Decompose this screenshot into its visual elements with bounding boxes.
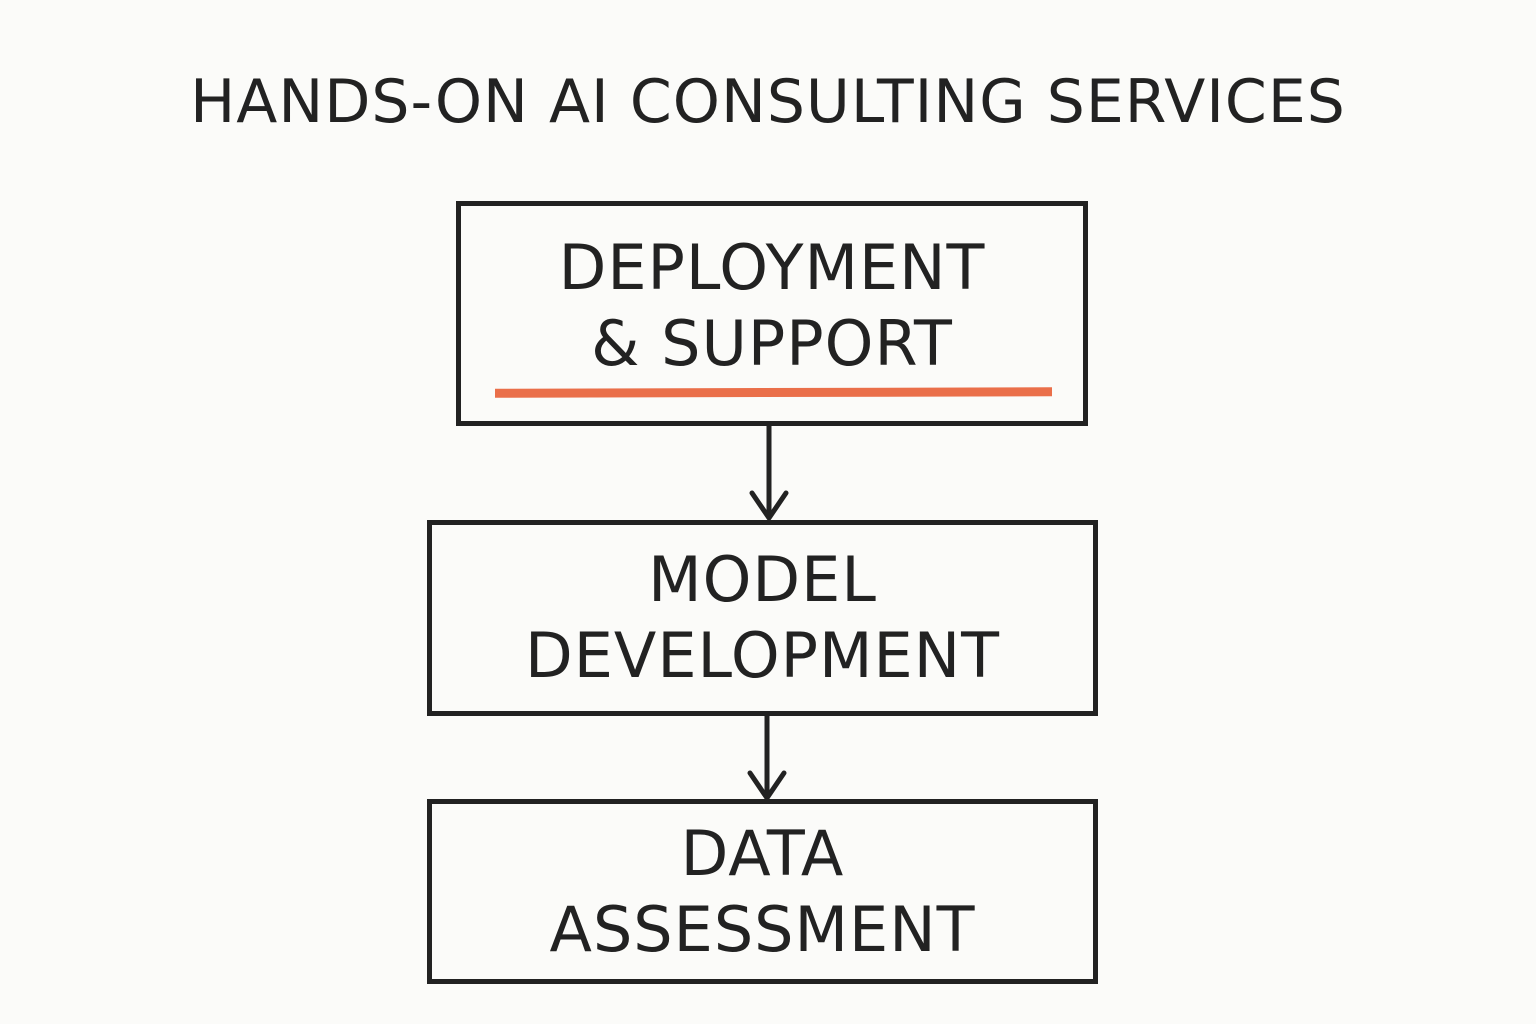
node-data-line-2: ASSESSMENT <box>549 892 976 966</box>
node-deployment-support: DEPLOYMENT & SUPPORT <box>456 201 1088 426</box>
node-model-line-1: MODEL <box>648 543 877 616</box>
node-deployment-line-1: DEPLOYMENT <box>558 231 986 304</box>
node-data-assessment: DATA ASSESSMENT <box>427 799 1098 984</box>
node-deployment-line-2: & SUPPORT <box>591 307 953 380</box>
arrow-model-to-data <box>747 713 787 801</box>
diagram-title: HANDS-ON AI CONSULTING SERVICES <box>190 67 1346 137</box>
node-model-development: MODEL DEVELOPMENT <box>427 520 1098 716</box>
accent-underline <box>494 387 1053 398</box>
node-model-line-2: DEVELOPMENT <box>525 619 1000 692</box>
arrow-deployment-to-model <box>749 423 789 521</box>
node-data-line-1: DATA <box>680 816 845 890</box>
